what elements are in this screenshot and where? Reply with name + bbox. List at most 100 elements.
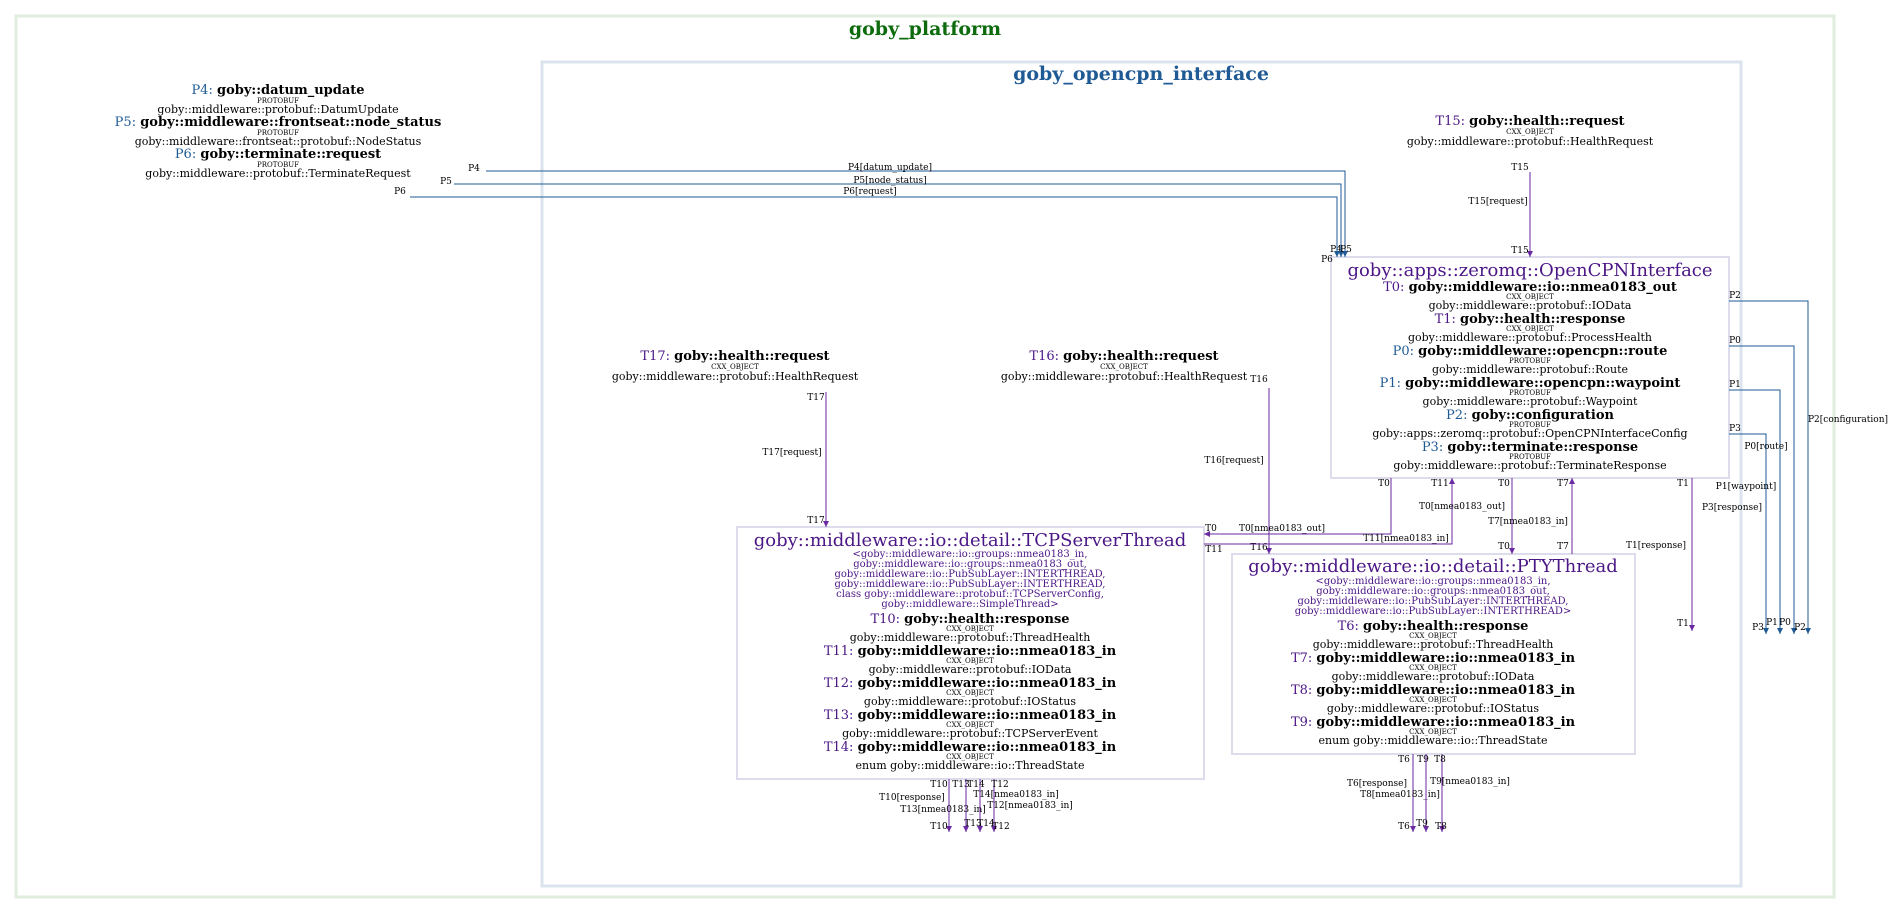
- edge-dst-label: T16: [1250, 543, 1268, 553]
- row-type: goby::middleware::protobuf::IOData: [1429, 299, 1632, 312]
- tcp-template-line: goby::middleware::SimpleThread>: [881, 599, 1058, 610]
- t15-node: T15: goby::health::request CXX_OBJECT go…: [1407, 114, 1654, 148]
- row-label: goby::middleware::io::nmea0183_in: [858, 644, 1117, 659]
- edge-label: T6[response]: [1347, 779, 1407, 789]
- edge-label: T11[nmea0183_in]: [1363, 534, 1449, 544]
- row-scheme: CXX_OBJECT: [946, 689, 994, 697]
- edge-dst-label: T9: [1416, 819, 1428, 829]
- edge-src-label: P0: [1729, 336, 1741, 346]
- edge-p4: P4 P4[datum_update] P4: [468, 163, 1348, 257]
- pty-template-line: goby::middleware::io::PubSubLayer::INTER…: [1295, 606, 1572, 617]
- tcp-template-line: goby::middleware::io::groups::nmea0183_o…: [853, 559, 1087, 570]
- row-id: T1: [1435, 312, 1452, 327]
- opencpn-title: goby::apps::zeromq::OpenCPNInterface: [1347, 260, 1712, 281]
- row-label: goby::terminate::response: [1447, 440, 1638, 455]
- row-id: T7: [1291, 651, 1308, 666]
- edge-src-label: T9: [1417, 755, 1429, 765]
- svg-text:P3: goby::terminate::response: P3: goby::terminate::response: [1422, 440, 1638, 455]
- edge-src-label: T14: [967, 780, 985, 790]
- edge-t6: T6 T6[response] T6: [1347, 754, 1416, 832]
- platform-cluster: [14, 14, 1836, 899]
- row-type: enum goby::middleware::io::ThreadState: [1319, 734, 1548, 747]
- external-label: goby::middleware::frontseat::node_status: [140, 115, 441, 130]
- t16-scheme: CXX_OBJECT: [1100, 363, 1148, 371]
- row-id: T9: [1291, 715, 1308, 730]
- edge-p1: P1 P1[waypoint] P1: [1716, 380, 1783, 634]
- edge-dst-label: P4: [1330, 245, 1342, 255]
- row-scheme: CXX_OBJECT: [1506, 325, 1554, 333]
- tcp-template-line: class goby::middleware::protobuf::TCPSer…: [836, 589, 1104, 600]
- t16-type: goby::middleware::protobuf::HealthReques…: [1001, 370, 1248, 383]
- interface-cluster: [540, 60, 1743, 888]
- opencpn-node: goby::apps::zeromq::OpenCPNInterface T0:…: [1330, 256, 1730, 479]
- tcp-template-line: <goby::middleware::io::groups::nmea0183_…: [852, 549, 1087, 560]
- t16-label: goby::health::request: [1063, 349, 1218, 364]
- edge-dst-label: P5: [1340, 245, 1352, 255]
- external-type: goby::middleware::frontseat::protobuf::N…: [135, 135, 422, 148]
- row-scheme: CXX_OBJECT: [1506, 293, 1554, 301]
- edge-dst-label: P3: [1752, 623, 1764, 633]
- edge-dst-label: T14: [977, 819, 995, 829]
- edge-p0: P0 P0[route] P0: [1729, 336, 1797, 634]
- edge-label: P1[waypoint]: [1716, 482, 1776, 492]
- edge-src-label: T6: [1398, 755, 1410, 765]
- edge-label: T7[nmea0183_in]: [1488, 517, 1568, 527]
- t15-scheme: CXX_OBJECT: [1506, 128, 1554, 136]
- edge-src-label: T13: [952, 780, 970, 790]
- t15-id: T15: [1435, 114, 1460, 129]
- row-label: goby::middleware::io::nmea0183_out: [1409, 280, 1677, 295]
- edge-src-label: P6: [394, 187, 406, 197]
- row-scheme: PROTOBUF: [1509, 421, 1551, 429]
- t17-scheme: CXX_OBJECT: [711, 363, 759, 371]
- row-label: goby::middleware::io::nmea0183_in: [858, 676, 1117, 691]
- edge-src-label: P4: [468, 164, 480, 174]
- edge-t11: T11 T11[nmea0183_in] T11: [1204, 478, 1455, 555]
- row-id: T14: [824, 740, 849, 755]
- platform-title: goby_platform: [849, 18, 1001, 40]
- svg-text:P0: goby::middleware::opencpn:: P0: goby::middleware::opencpn::route: [1393, 344, 1668, 359]
- edge-t12: T12 T12[nmea0183_in] T12: [987, 779, 1073, 832]
- edge-src-label: P1: [1729, 380, 1741, 390]
- svg-text:T12: goby::middleware::io::nme: T12: goby::middleware::io::nmea0183_in: [824, 676, 1117, 691]
- row-id: P3: [1422, 440, 1439, 455]
- row-label: goby::middleware::io::nmea0183_in: [1316, 715, 1575, 730]
- row-scheme: PROTOBUF: [1509, 453, 1551, 461]
- edge-t15: T15 T15[request] T15: [1468, 163, 1533, 257]
- edge-src-label: T1: [1677, 479, 1689, 489]
- tcp-server-thread-node: goby::middleware::io::detail::TCPServerT…: [736, 526, 1205, 780]
- edge-t9: T9 T9[nmea0183_in] T9: [1416, 754, 1510, 832]
- svg-text:P2: goby::configuration: P2: goby::configuration: [1446, 408, 1614, 423]
- external-type: goby::middleware::protobuf::DatumUpdate: [157, 103, 398, 116]
- t15-label: goby::health::request: [1469, 114, 1624, 129]
- row-type: goby::middleware::protobuf::ProcessHealt…: [1408, 331, 1652, 344]
- edge-src-label: T0: [1498, 479, 1510, 489]
- svg-text:T16: goby::health::request: T16: goby::health::request: [1029, 349, 1218, 364]
- edge-t1: T1 T1[response] T1: [1626, 478, 1695, 631]
- row-type: goby::middleware::protobuf::TCPServerEve…: [842, 727, 1098, 740]
- svg-text:T10: goby::health::response: T10: goby::health::response: [870, 612, 1069, 627]
- row-scheme: PROTOBUF: [1509, 357, 1551, 365]
- edge-src-label: T11: [1205, 545, 1222, 555]
- edge-dst-label: P1: [1766, 618, 1778, 628]
- edge-label: T15[request]: [1468, 197, 1527, 207]
- edge-t14: T14 T14[nmea0183_in] T14: [967, 779, 1059, 832]
- edge-dst-label: T8: [1435, 822, 1447, 832]
- edge-src-label: P2: [1729, 291, 1741, 301]
- edge-label: T17[request]: [762, 448, 821, 458]
- edge-dst-label: T0: [1205, 524, 1217, 534]
- row-label: goby::middleware::opencpn::waypoint: [1405, 376, 1680, 391]
- edge-src-label: T17: [807, 393, 825, 403]
- row-scheme: CXX_OBJECT: [946, 721, 994, 729]
- edge-label: P4[datum_update]: [848, 163, 932, 173]
- row-scheme: CXX_OBJECT: [1409, 728, 1457, 736]
- svg-text:T11: goby::middleware::io::nme: T11: goby::middleware::io::nmea0183_in: [824, 644, 1117, 659]
- edge-t13: T13 T13[nmea0183_in] T13: [900, 779, 986, 832]
- tcp-template-line: goby::middleware::io::PubSubLayer::INTER…: [835, 579, 1106, 590]
- edge-label: T9[nmea0183_in]: [1430, 777, 1510, 787]
- edge-t7: T7 T7[nmea0183_in] T7: [1488, 478, 1575, 554]
- row-id: T8: [1291, 683, 1308, 698]
- row-type: goby::middleware::protobuf::ThreadHealth: [1313, 638, 1554, 651]
- edge-dst-label: T11: [1431, 479, 1448, 489]
- row-type: goby::middleware::protobuf::Waypoint: [1423, 395, 1639, 408]
- edge-label: T16[request]: [1204, 456, 1263, 466]
